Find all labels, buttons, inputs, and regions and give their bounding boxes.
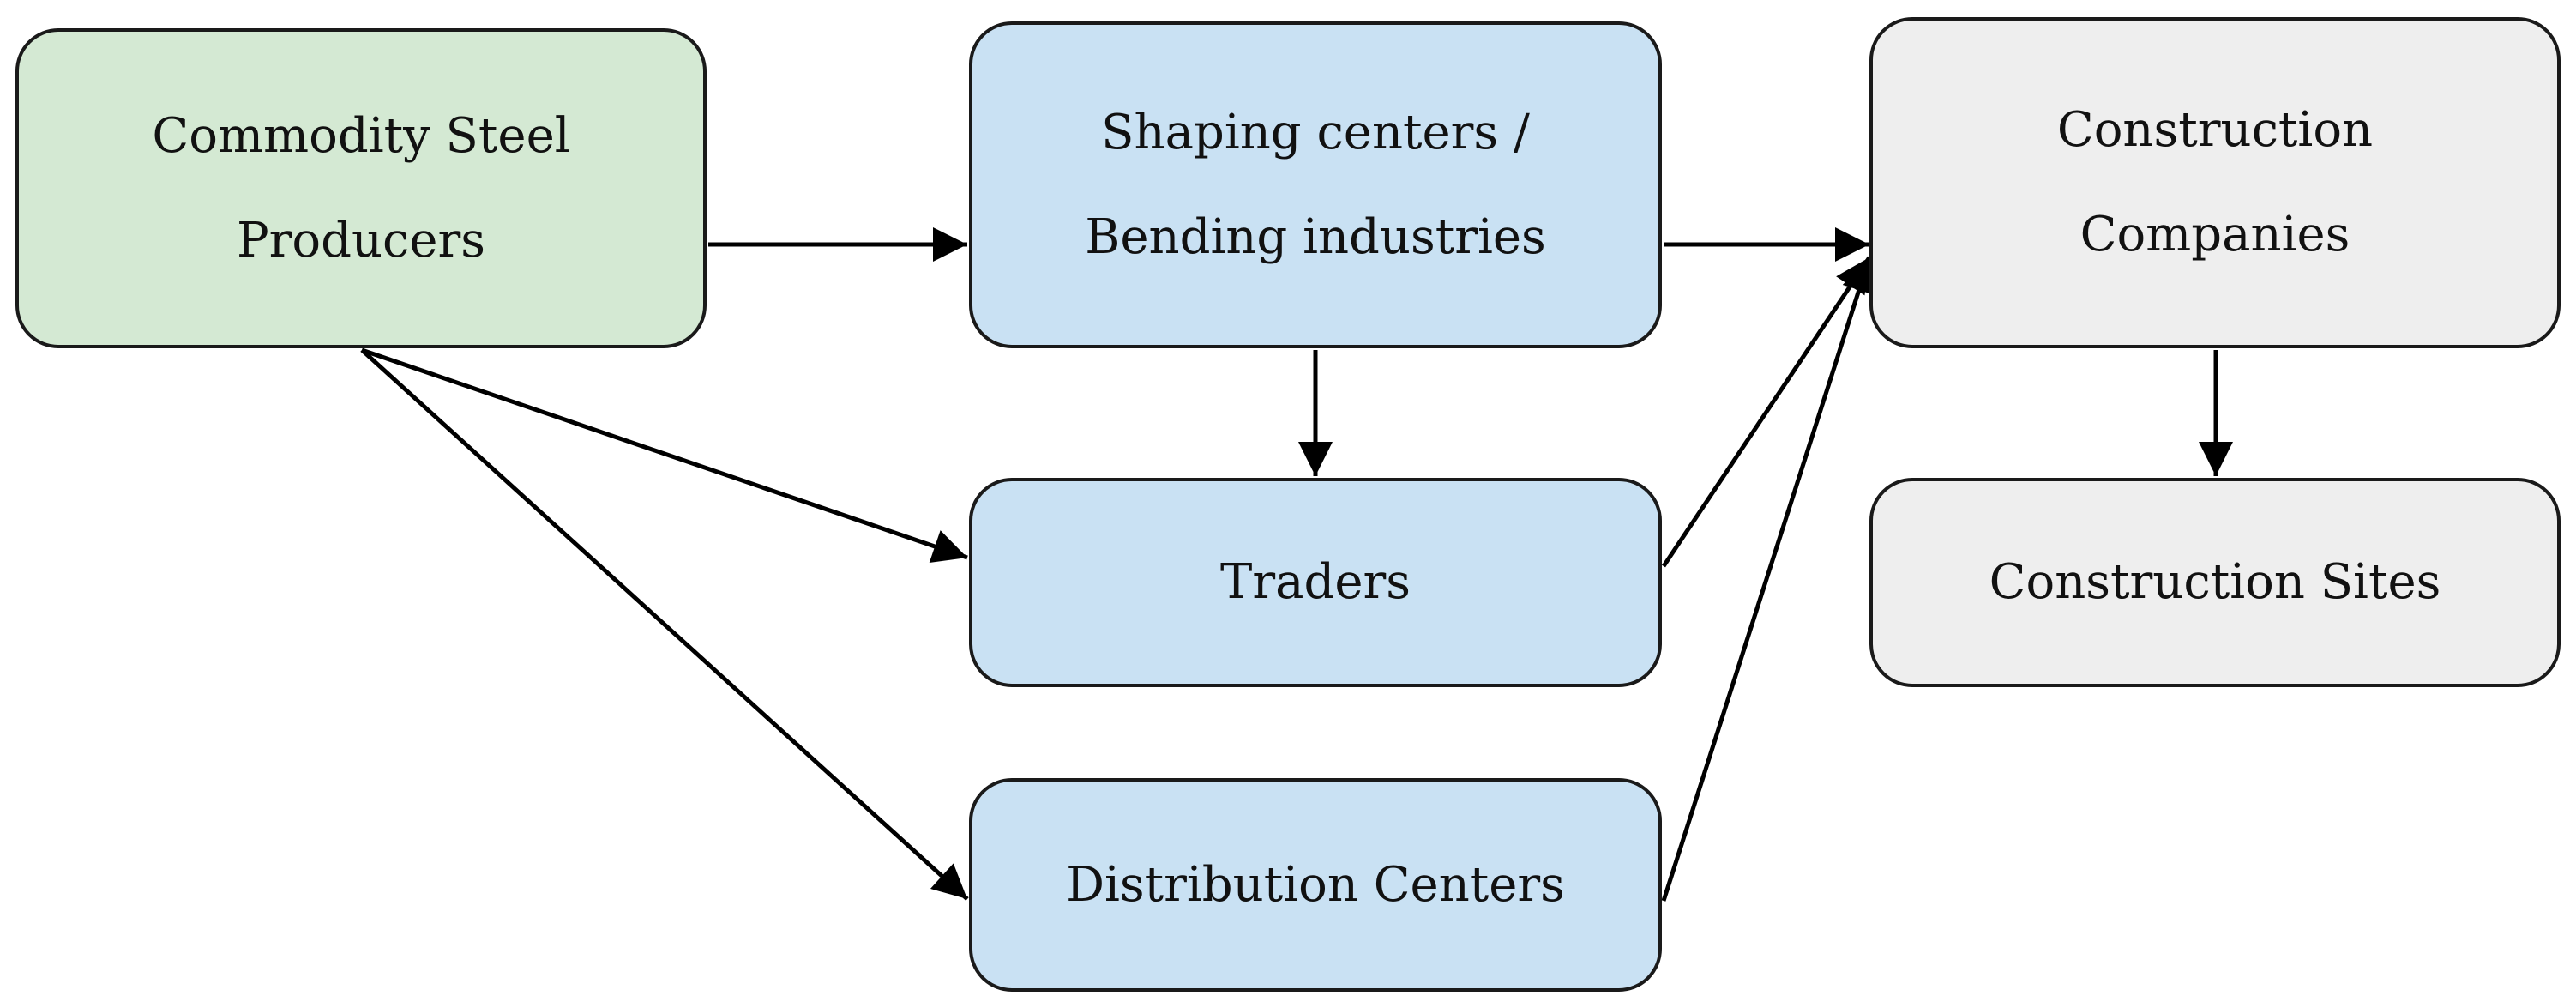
node-commodity-steel-producers: Commodity Steel Producers xyxy=(15,28,707,348)
node-label-line: Companies xyxy=(2079,207,2350,263)
node-label-line: Producers xyxy=(236,212,486,269)
arrow-producers-to-traders xyxy=(361,347,968,563)
node-label: Distribution Centers xyxy=(1066,856,1565,913)
node-label-line: Bending industries xyxy=(1085,208,1546,265)
node-construction-sites: Construction Sites xyxy=(1869,478,2561,687)
node-label: Construction Sites xyxy=(1989,554,2441,610)
arrow-traders-to-construction xyxy=(1661,256,1872,568)
node-traders: Traders xyxy=(969,478,1662,687)
node-label: Traders xyxy=(1219,554,1411,610)
node-construction-companies: Construction Companies xyxy=(1869,17,2561,348)
node-label-line: Construction xyxy=(2056,102,2374,158)
arrow-distribution-to-construction xyxy=(1661,257,1875,902)
node-label-line: Shaping centers / xyxy=(1101,104,1530,160)
node-label-line: Commodity Steel xyxy=(152,107,570,164)
node-shaping-centers: Shaping centers / Bending industries xyxy=(969,21,1662,348)
arrow-producers-to-distribution xyxy=(360,348,969,901)
node-distribution-centers: Distribution Centers xyxy=(969,778,1662,992)
